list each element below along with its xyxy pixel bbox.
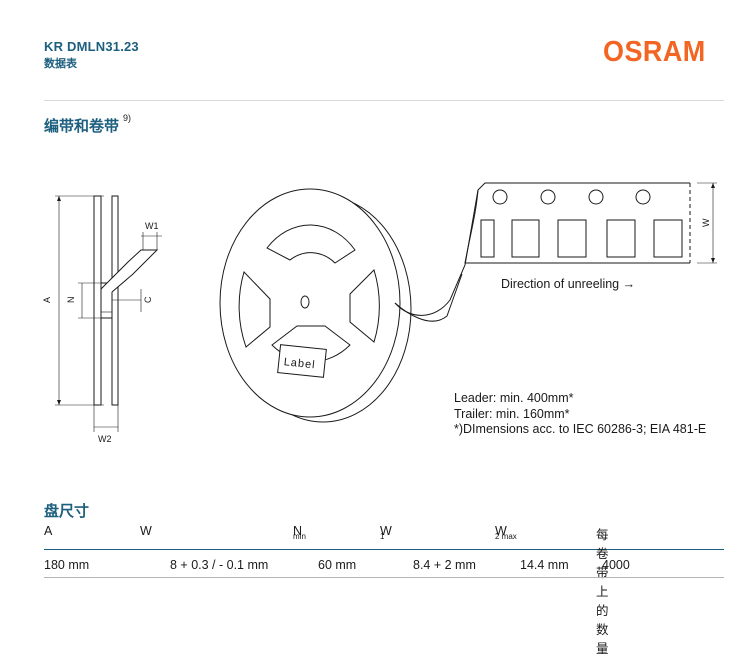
table-row: 180 mm 8 + 0.3 / - 0.1 mm 60 mm 8.4 + 2 … xyxy=(44,556,724,578)
cell-quantity: 4000 xyxy=(602,558,630,572)
dim-label-w2: W2 xyxy=(98,434,112,444)
document-subtitle: 数据表 xyxy=(44,58,77,70)
reel-side-view xyxy=(55,195,162,432)
dim-label-c: C xyxy=(143,296,153,303)
document-header: KR DMLN31.23 数据表 xyxy=(44,39,139,71)
osram-logo: OSRAM xyxy=(603,36,706,68)
cell-w1: 8.4 + 2 mm xyxy=(413,558,476,572)
carrier-tape-strip xyxy=(464,182,717,264)
dim-label-w1: W1 xyxy=(145,221,159,231)
dim-label-w: W xyxy=(701,218,711,227)
reel-3d-view xyxy=(219,182,690,423)
header-divider xyxy=(44,100,724,101)
section-heading-tape-text: 编带和卷带 xyxy=(44,118,120,135)
unreel-direction-text: Direction of unreeling → xyxy=(501,277,636,291)
dim-label-a: A xyxy=(42,297,52,303)
cell-w: 8 + 0.3 / - 0.1 mm xyxy=(170,558,269,572)
tape-notes: Leader: min. 400mm* Trailer: min. 160mm*… xyxy=(454,391,706,438)
dimensions-note: *)DImensions acc. to IEC 60286-3; EIA 48… xyxy=(454,422,707,436)
section-heading-reel-dimensions: 盘尺寸 xyxy=(44,503,90,520)
cell-n-min: 60 mm xyxy=(318,558,357,572)
leader-note: Leader: min. 400mm* xyxy=(454,391,574,405)
trailer-note: Trailer: min. 160mm* xyxy=(454,406,570,421)
reel-label-text: Label xyxy=(283,356,316,371)
footnote-marker: 9) xyxy=(123,113,132,123)
document-title: KR DMLN31.23 xyxy=(44,39,139,54)
cell-w2-max: 14.4 mm xyxy=(520,558,569,572)
dim-label-n: N xyxy=(66,297,76,304)
cell-a: 180 mm xyxy=(44,558,90,572)
